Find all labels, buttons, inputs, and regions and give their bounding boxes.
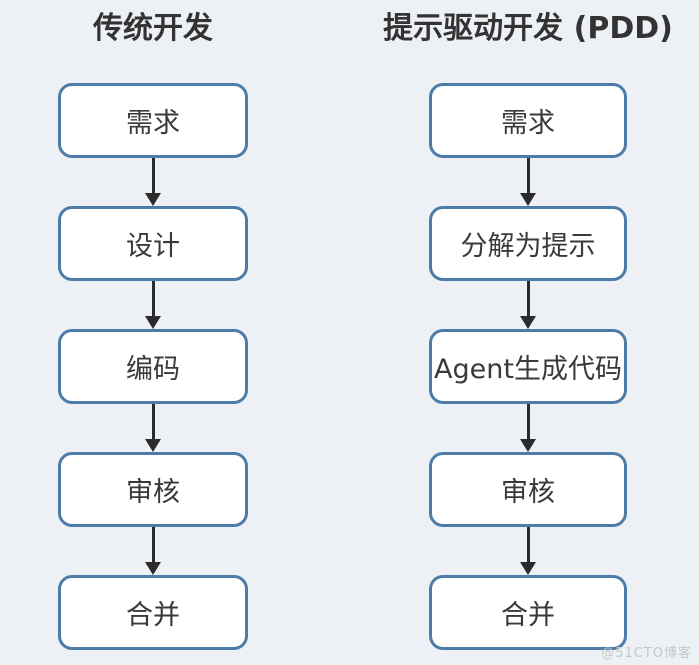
arrow-shaft [526,404,530,439]
step-box-coding: 编码 [58,329,248,404]
arrow-head [145,562,161,575]
traditional-column: 传统开发 需求 设计 编码 审核 合并 [58,0,248,650]
arrow-shaft [151,158,155,193]
down-arrow-icon [520,404,536,452]
traditional-flow: 需求 设计 编码 审核 合并 [58,83,248,650]
step-box-review: 审核 [58,452,248,527]
step-box-merge: 合并 [58,575,248,650]
arrow-head [145,316,161,329]
pdd-column: 提示驱动开发 (PDD) 需求 分解为提示 Agent生成代码 审核 合并 [383,0,673,650]
arrow-shaft [151,281,155,316]
arrow-head [520,193,536,206]
arrow-shaft [526,281,530,316]
step-box-design: 设计 [58,206,248,281]
step-box-requirements: 需求 [58,83,248,158]
arrow-head [145,439,161,452]
traditional-column-title: 传统开发 [93,11,213,46]
pdd-column-title: 提示驱动开发 (PDD) [383,11,673,46]
step-box-agent-generates-code: Agent生成代码 [429,329,627,404]
down-arrow-icon [520,158,536,206]
arrow-shaft [526,158,530,193]
arrow-shaft [151,527,155,562]
down-arrow-icon [520,527,536,575]
arrow-head [145,193,161,206]
step-box-merge: 合并 [429,575,627,650]
arrow-head [520,316,536,329]
down-arrow-icon [145,158,161,206]
down-arrow-icon [145,527,161,575]
step-box-review: 审核 [429,452,627,527]
down-arrow-icon [520,281,536,329]
step-box-requirements: 需求 [429,83,627,158]
down-arrow-icon [145,281,161,329]
watermark: @51CTO博客 [601,646,692,661]
arrow-shaft [526,527,530,562]
arrow-head [520,439,536,452]
step-box-decompose-to-prompts: 分解为提示 [429,206,627,281]
arrow-head [520,562,536,575]
pdd-flow: 需求 分解为提示 Agent生成代码 审核 合并 [429,83,627,650]
arrow-shaft [151,404,155,439]
down-arrow-icon [145,404,161,452]
